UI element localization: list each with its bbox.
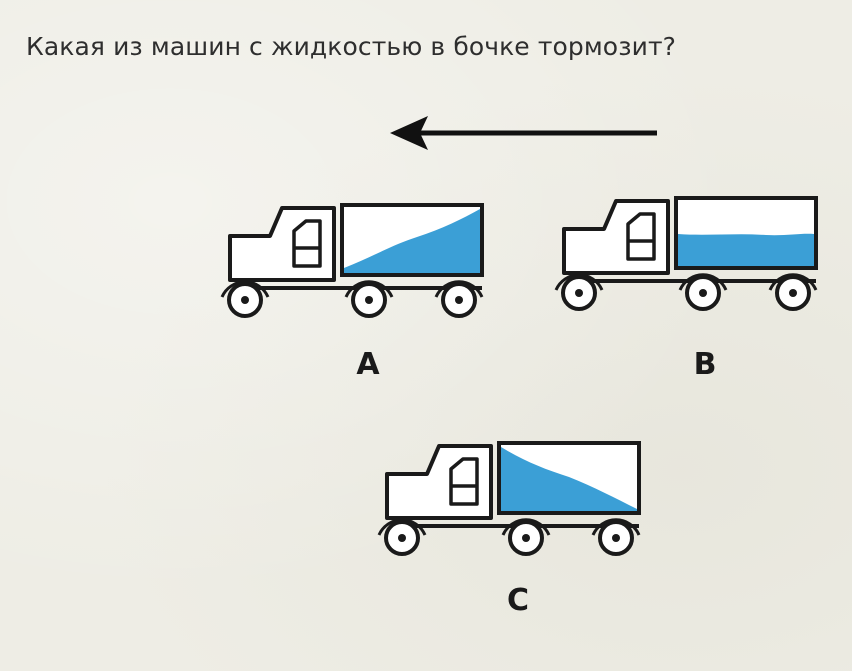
truck-b-label: B (694, 347, 717, 382)
question-title: Какая из машин с жидкостью в бочке тормо… (26, 32, 676, 61)
truck-c-label: C (507, 583, 529, 618)
truck-b-liquid (678, 233, 814, 266)
truck-a-liquid (344, 209, 480, 273)
left-arrow-icon (390, 116, 657, 150)
truck-a (220, 203, 484, 318)
truck-b (554, 196, 818, 311)
truck-c-liquid (501, 447, 637, 511)
truck-c (377, 441, 641, 556)
truck-a-label: A (356, 347, 380, 382)
